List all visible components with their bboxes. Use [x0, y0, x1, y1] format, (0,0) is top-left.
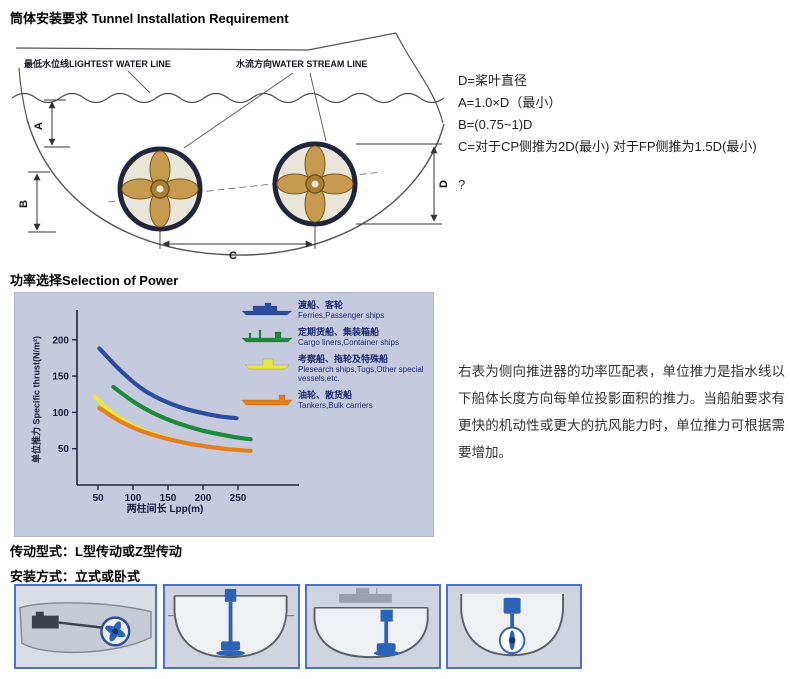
water-line — [11, 92, 445, 104]
legend-ferries-en: Ferries,Passenger ships — [298, 311, 385, 320]
legend-ferries-zh: 渡船、客轮 — [298, 300, 344, 310]
cargo-ship-icon — [241, 329, 293, 343]
tanker-ship-icon — [241, 394, 293, 406]
legend-tankers-zh: 油轮、散货船 — [298, 390, 353, 400]
legend-cargo-en: Cargo liners,Container ships — [298, 338, 399, 347]
vertical-drive-ship-diagram — [307, 586, 439, 667]
install-figure-vertical — [163, 584, 300, 669]
spec-line-question: ? — [458, 177, 466, 192]
water-stream-line-label: 水流方向WATER STREAM LINE — [236, 58, 367, 69]
water-line-leader — [127, 70, 151, 94]
svg-text:100: 100 — [52, 408, 69, 419]
special-vessel-icon — [244, 358, 290, 370]
tunnel-thruster-left — [120, 149, 200, 229]
chart-y-axis-label: 单位推力 Specific thrust(N/m²) — [31, 336, 42, 464]
legend-item-special: 考察船、拖轮及特殊船 Plesearch ships,Tugs,Other sp… — [241, 354, 433, 383]
chart-plot: 50 100 150 200 50 100 150 200 250 — [52, 310, 299, 504]
dim-label-a: A — [33, 122, 45, 130]
tunnel-vertical-diagram — [448, 586, 580, 667]
legend-item-ferries: 渡船、客轮 Ferries,Passenger ships — [241, 300, 433, 320]
tunnel-thruster-right — [275, 144, 355, 224]
spec-line-d: D=桨叶直径 — [458, 73, 527, 88]
install-figure-vertical-with-ship — [305, 584, 441, 669]
dim-label-b: B — [18, 200, 30, 208]
svg-text:250: 250 — [230, 493, 247, 504]
svg-text:50: 50 — [92, 493, 104, 504]
install-figure-tunnel-vertical — [446, 584, 582, 669]
power-matching-description: 右表为侧向推进器的功率匹配表，单位推力是指水线以下船体长度方向每单位投影面积的推… — [458, 364, 785, 460]
dim-label-d: D — [438, 180, 450, 188]
mounting-type-heading: 安装方式：立式或卧式 — [10, 569, 141, 584]
power-selection-heading: 功率选择Selection of Power — [10, 273, 179, 288]
legend-special-zh: 考察船、拖轮及特殊船 — [298, 354, 389, 364]
dim-label-c: C — [229, 250, 237, 262]
install-figure-horizontal — [14, 584, 157, 669]
spec-line-a: A=1.0×D（最小） — [458, 95, 562, 110]
legend-item-tankers: 油轮、散货船 Tankers,Bulk carriers — [241, 390, 433, 410]
svg-text:200: 200 — [195, 493, 212, 504]
ferry-ship-icon — [241, 302, 293, 316]
svg-text:200: 200 — [52, 335, 69, 346]
dimension-spec-list: D=桨叶直径 A=1.0×D（最小） B=(0.75~1)D C=对于CP侧推为… — [458, 70, 782, 196]
drive-type-heading: 传动型式：L型传动或Z型传动 — [10, 544, 182, 559]
svg-text:150: 150 — [160, 493, 177, 504]
legend-tankers-en: Tankers,Bulk carriers — [298, 401, 373, 410]
power-selection-chart: 50 100 150 200 50 100 150 200 250 单位推力 Specific … — [14, 292, 434, 537]
chart-legend: 渡船、客轮 Ferries,Passenger ships 定期货船、集装箱船 … — [241, 300, 433, 417]
svg-text:50: 50 — [58, 444, 70, 455]
stream-leader-left — [183, 72, 294, 149]
spec-line-c: C=对于CP侧推为2D(最小) 对于FP侧推为1.5D(最小) — [458, 139, 757, 154]
chart-x-axis-label: 两柱间长 Lpp(m) — [126, 504, 204, 515]
hull-bottom-line — [26, 118, 445, 256]
stern-contour — [395, 32, 444, 124]
spec-line-b: B=(0.75~1)D — [458, 117, 533, 132]
stream-leader-right — [309, 72, 327, 142]
svg-text:100: 100 — [125, 493, 142, 504]
horizontal-drive-diagram — [16, 586, 155, 667]
legend-item-cargo: 定期货船、集装箱船 Cargo liners,Container ships — [241, 327, 433, 347]
legend-cargo-zh: 定期货船、集装箱船 — [298, 327, 380, 337]
tunnel-installation-heading: 筒体安装要求 Tunnel Installation Requirement — [10, 11, 289, 26]
vertical-drive-diagram — [165, 586, 298, 667]
deck-line — [15, 32, 397, 51]
svg-text:150: 150 — [52, 372, 69, 383]
tunnel-installation-drawing: A B C D 最低水位线LIGHTEST WATER LINE 水流方向WAT… — [11, 32, 450, 262]
legend-special-en: Plesearch ships,Tugs,Other special vesse… — [298, 365, 424, 383]
lightest-water-line-label: 最低水位线LIGHTEST WATER LINE — [24, 58, 171, 69]
